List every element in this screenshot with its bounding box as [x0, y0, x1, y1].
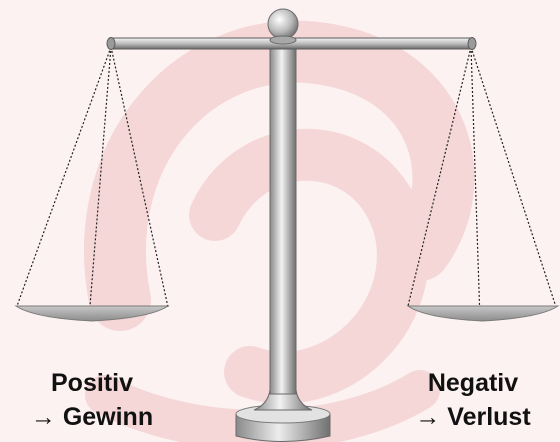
left-pan: [14, 305, 170, 322]
top-knob: [267, 8, 299, 45]
positive-gain-label: Positiv → Gewinn: [2, 366, 182, 434]
right-pan-strings: [407, 46, 557, 321]
scale-post: [269, 43, 297, 395]
negative-loss-label: Negativ → Verlust: [386, 366, 560, 434]
loss-label-line2: → Verlust: [415, 403, 531, 431]
gain-label-line2: → Gewinn: [30, 403, 154, 431]
negative-label-line1: Negativ: [427, 369, 519, 397]
positive-label-line1: Positiv: [51, 369, 133, 397]
post-foot: [253, 389, 313, 411]
right-pan: [406, 305, 560, 322]
left-pan-strings: [16, 46, 169, 319]
